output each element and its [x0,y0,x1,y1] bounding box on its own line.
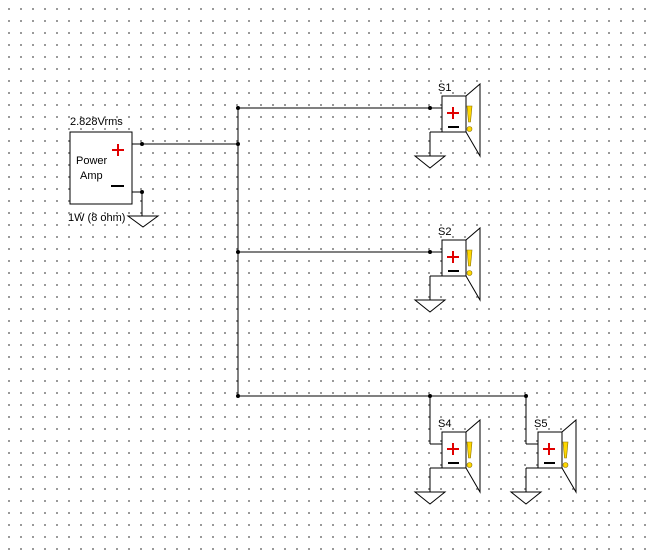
junction-dot [236,250,240,254]
speaker-cone[interactable] [465,418,481,494]
junction-dot [236,106,240,110]
speaker-plus-icon [447,107,459,119]
speaker-plus-icon [447,443,459,455]
amp-box[interactable] [69,131,133,205]
speaker-s2[interactable]: S2 [413,226,481,313]
speaker-minus-icon [544,462,555,464]
ground-icon [413,491,447,505]
junctions [140,106,528,398]
speaker-plus-icon [447,251,459,263]
warning-icon [466,249,473,276]
speaker-label: S1 [438,82,451,94]
amp-minus-icon [111,185,124,187]
speaker-label: S5 [534,418,547,430]
junction-dot [428,394,432,398]
ground-icon [413,299,447,313]
warning-icon [562,441,569,468]
speaker-cone[interactable] [465,226,481,302]
junction-dot [236,142,240,146]
power-amp[interactable]: 2.828Vrms Power Amp 1W (8 ohm) [68,116,142,224]
speaker-plus-icon [543,443,555,455]
speaker-s4[interactable]: S4 [413,418,481,505]
amp-name-line1: Power [76,155,108,167]
speaker-minus-icon [448,462,459,464]
speaker-cone[interactable] [465,82,481,158]
amp-voltage-label: 2.828Vrms [70,116,123,128]
ground-icon [413,155,447,169]
ground-icon [509,491,543,505]
junction-dot [524,394,528,398]
amp-name-line2: Amp [80,170,103,182]
warning-icon [466,441,473,468]
speaker-s5[interactable]: S5 [509,418,577,505]
junction-dot [236,394,240,398]
speaker-s1[interactable]: S1 [413,82,481,169]
amp-rating-label: 1W (8 ohm) [68,212,125,224]
amp-plus-icon [112,144,124,156]
wires [141,107,527,444]
speaker-label: S4 [438,418,451,430]
ground-icon [126,215,160,228]
speaker-minus-icon [448,270,459,272]
speaker-label: S2 [438,226,451,238]
warning-icon [466,105,473,132]
speaker-minus-icon [448,126,459,128]
speaker-cone[interactable] [561,418,577,494]
